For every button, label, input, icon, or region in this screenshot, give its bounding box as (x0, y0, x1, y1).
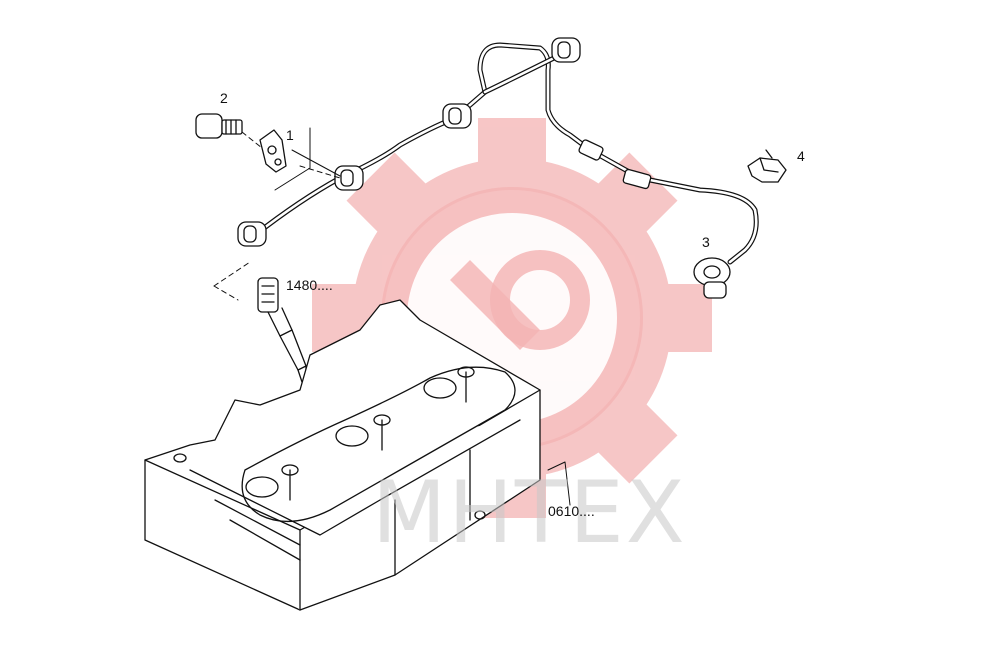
harness-sleeve-2 (622, 168, 652, 190)
cylinder-head (144, 299, 541, 611)
gear-tooth (586, 152, 678, 244)
ring-terminal-part-3 (693, 257, 731, 299)
head-leader-line (547, 461, 571, 506)
bolt-part-2 (195, 113, 243, 139)
gear-tooth (652, 284, 712, 352)
callout-part-4: 4 (797, 148, 805, 164)
callout-part-1: 1 (286, 127, 294, 143)
callout-leaders (274, 127, 341, 191)
fuel-injector (257, 277, 307, 383)
cylinder-head-ports (173, 366, 516, 523)
harness-sleeve-1 (578, 139, 604, 161)
gear-tooth (586, 392, 678, 484)
bracket-part-1 (259, 129, 287, 173)
gear-tooth (478, 118, 546, 178)
callout-ref-head: 0610.... (548, 503, 595, 519)
clip-part-4 (747, 149, 787, 183)
callout-part-3: 3 (702, 234, 710, 250)
callout-ref-injector: 1480.... (286, 277, 333, 293)
wrench-head-icon (490, 250, 590, 350)
harness-connector-d (551, 37, 581, 63)
harness-connector-a (237, 221, 267, 247)
gear-tooth (346, 152, 438, 244)
wiring-harness (252, 42, 759, 265)
watermark-text: MHTEX (372, 463, 687, 563)
harness-connector-c (442, 103, 472, 129)
harness-connector-b (334, 165, 364, 191)
callout-part-2: 2 (220, 90, 228, 106)
leader-lines (213, 131, 341, 301)
